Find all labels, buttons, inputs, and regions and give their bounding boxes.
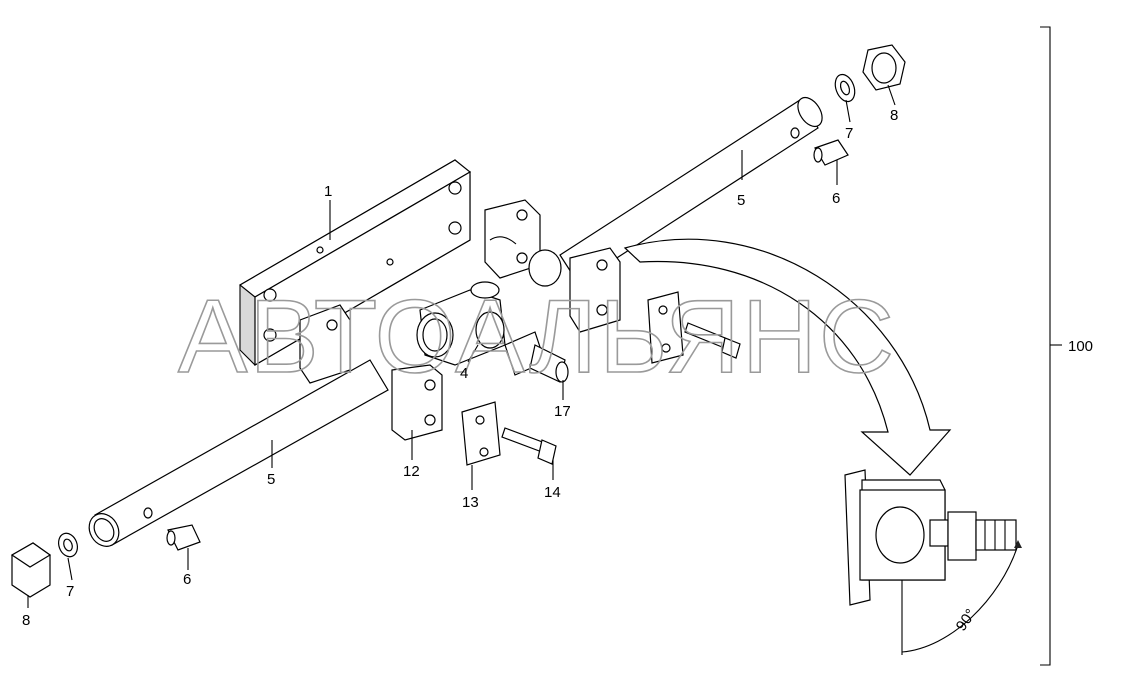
callout-100: 100 [1068,338,1093,355]
callout-14: 14 [544,484,561,501]
clamp-block-left [299,304,351,384]
clamp-block-12 [391,364,443,441]
callout-6-upper: 6 [832,190,840,207]
callout-5-upper: 5 [737,192,745,209]
detail-view [844,469,1022,655]
clamp-block-right [528,247,621,333]
callout-12: 12 [403,463,420,480]
plate-13 [461,401,501,466]
plate-right [647,291,741,364]
callout-6-lower: 6 [183,571,191,588]
nut-upper [862,44,906,91]
washer-upper [834,73,856,103]
callout-1: 1 [324,183,332,200]
washer-lower [57,532,79,558]
callout-8-upper: 8 [890,107,898,124]
tee-fitting [416,281,506,366]
grease-fitting-upper [813,139,849,166]
shaft-lower [88,359,389,547]
callout-17: 17 [554,403,571,420]
callout-4: 4 [460,365,468,382]
bolt-14 [501,427,557,465]
nut-lower [10,542,52,598]
assembly-bracket [1040,26,1062,666]
leader-lines [27,84,896,608]
grease-fitting-lower [166,524,201,551]
callout-8-lower: 8 [22,612,30,629]
callout-5-lower: 5 [267,471,275,488]
watermark-text: АВТОАЛЬЯНС [178,279,896,395]
callout-7-lower: 7 [66,583,74,600]
callout-13: 13 [462,494,479,511]
hose-nipple [504,331,569,383]
callout-7-upper: 7 [845,125,853,142]
rotation-arrow [623,238,952,476]
